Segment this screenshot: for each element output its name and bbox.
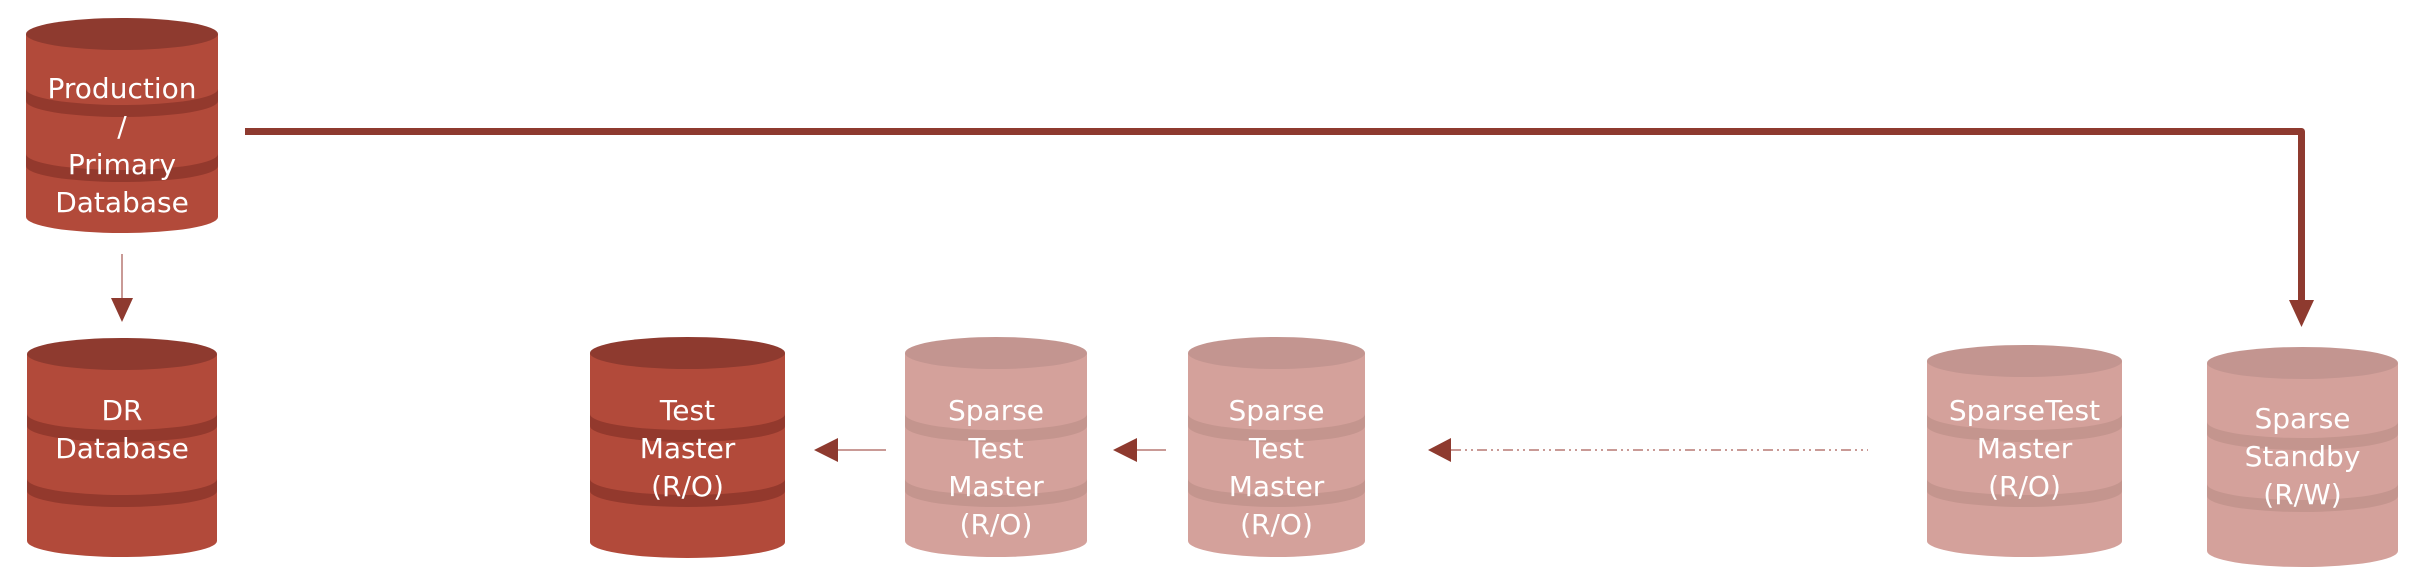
cylinder-top	[26, 18, 218, 50]
cylinder-band	[27, 479, 217, 507]
database-label-line: Master	[640, 432, 736, 465]
cylinder-band	[905, 414, 1087, 442]
cylinder-band	[590, 479, 785, 507]
database-label-line: DR	[101, 394, 142, 427]
database-label-line: Test	[659, 394, 715, 427]
database-label-line: Test	[1248, 432, 1304, 465]
cylinder-body	[2207, 363, 2398, 567]
database-label-line: (R/O)	[1240, 508, 1313, 541]
database-label-line: Standby	[2245, 440, 2361, 473]
database-label-line: Database	[55, 432, 189, 465]
arrow-left-icon	[1428, 438, 1451, 462]
connectors	[111, 128, 2314, 462]
database-label-line: /	[117, 110, 127, 143]
cylinder-band	[2207, 484, 2398, 512]
cylinder-top	[1927, 345, 2122, 377]
arrow-left-icon	[1113, 438, 1137, 462]
database-label-line: Master	[1229, 470, 1325, 503]
database-label-line: Database	[55, 186, 189, 219]
cylinder-body	[1927, 361, 2122, 557]
cylinder-body	[590, 353, 785, 558]
cylinder-band	[26, 154, 218, 182]
dr-database: DR Database	[27, 338, 217, 557]
database-label-line: Master	[948, 470, 1044, 503]
database-label-line: (R/O)	[1988, 470, 2061, 503]
database-label-line: SparseTest	[1949, 394, 2100, 427]
connector-production-to-standby	[245, 128, 2305, 300]
cylinder-body	[26, 34, 218, 233]
arrow-left-icon	[814, 438, 838, 462]
cylinder-body	[27, 354, 217, 557]
database-label-line: Primary	[68, 148, 176, 181]
database-label-line: Sparse	[1228, 394, 1324, 427]
arrow-down-icon	[2289, 300, 2314, 327]
database-label-line: Sparse	[2254, 402, 2350, 435]
database-label-line: Master	[1977, 432, 2073, 465]
arrow-down-icon	[111, 298, 133, 322]
cylinder-band	[27, 414, 217, 442]
database-label-line: Test	[967, 432, 1023, 465]
database-label-line: Production	[48, 72, 197, 105]
database-label-line: (R/O)	[651, 470, 724, 503]
cylinder-band	[26, 89, 218, 117]
cylinder-top	[905, 337, 1087, 369]
cylinder-band	[590, 414, 785, 442]
cylinder-band	[1927, 479, 2122, 507]
cylinder-band	[2207, 422, 2398, 450]
databases: Production/PrimaryDatabaseDRDatabaseTest…	[26, 18, 2398, 567]
database-label-line: (R/W)	[2263, 478, 2341, 511]
cylinder-top	[2207, 347, 2398, 379]
cylinder-band	[1188, 479, 1365, 507]
cylinder-body	[1188, 353, 1365, 557]
database-label-line: Sparse	[948, 394, 1044, 427]
cylinder-band	[1927, 414, 2122, 442]
cylinder-top	[590, 337, 785, 369]
cylinder-band	[1188, 414, 1365, 442]
cylinder-body	[905, 353, 1087, 557]
cylinder-band	[905, 479, 1087, 507]
cylinder-top	[1188, 337, 1365, 369]
cylinder-top	[27, 338, 217, 370]
database-label-line: (R/O)	[960, 508, 1033, 541]
